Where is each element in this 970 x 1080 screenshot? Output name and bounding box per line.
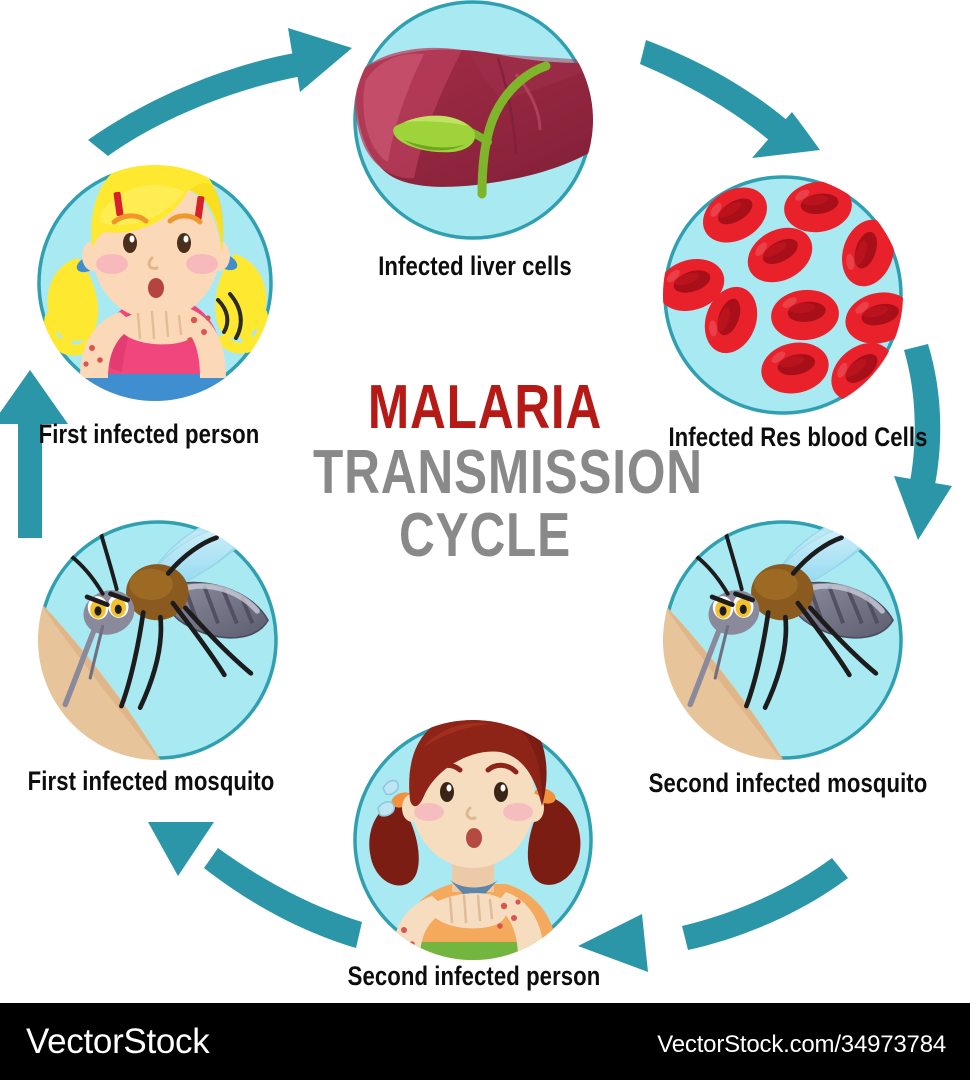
arrow-rbc-to-mosquito2 [894, 344, 952, 540]
label-first-infected-mosquito: First infected mosquito [27, 766, 275, 796]
stage-circle-infected-liver-cells [353, 0, 593, 240]
arrow-liver-to-rbc [640, 40, 820, 158]
arrow-person1-to-liver [88, 28, 352, 156]
label-infected-liver-cells: Infected liver cells [378, 251, 572, 281]
stage-circle-first-infected-person [37, 165, 273, 401]
vectorstock-url: VectorStock.com/34973784 [657, 1031, 946, 1058]
title-line-transmission: TRANSMISSION [313, 437, 703, 507]
stage-circle-first-infected-mosquito [38, 511, 278, 760]
label-second-infected-mosquito: Second infected mosquito [648, 768, 928, 798]
title-line-malaria: MALARIA [367, 373, 603, 442]
watermark-bar: VectorStock VectorStock.com/34973784 [0, 1003, 970, 1080]
stage-circle-second-infected-mosquito [663, 511, 903, 760]
page-title: MALARIA TRANSMISSION CYCLE [270, 373, 703, 570]
label-second-infected-person: Second infected person [347, 961, 601, 991]
title-line-cycle: CYCLE [398, 500, 572, 570]
stage-circle-second-infected-person [353, 720, 593, 960]
vectorstock-logo: VectorStock [26, 1022, 210, 1061]
arrow-mosquito1-to-person1 [0, 370, 68, 538]
arrow-mosquito2-to-person2 [578, 858, 848, 972]
label-first-infected-person: First infected person [38, 419, 260, 449]
label-infected-red-blood-cells: Infected Res blood Cells [668, 422, 928, 452]
stage-circle-infected-red-blood-cells [663, 175, 903, 415]
arrow-person2-to-mosquito1 [148, 822, 362, 948]
